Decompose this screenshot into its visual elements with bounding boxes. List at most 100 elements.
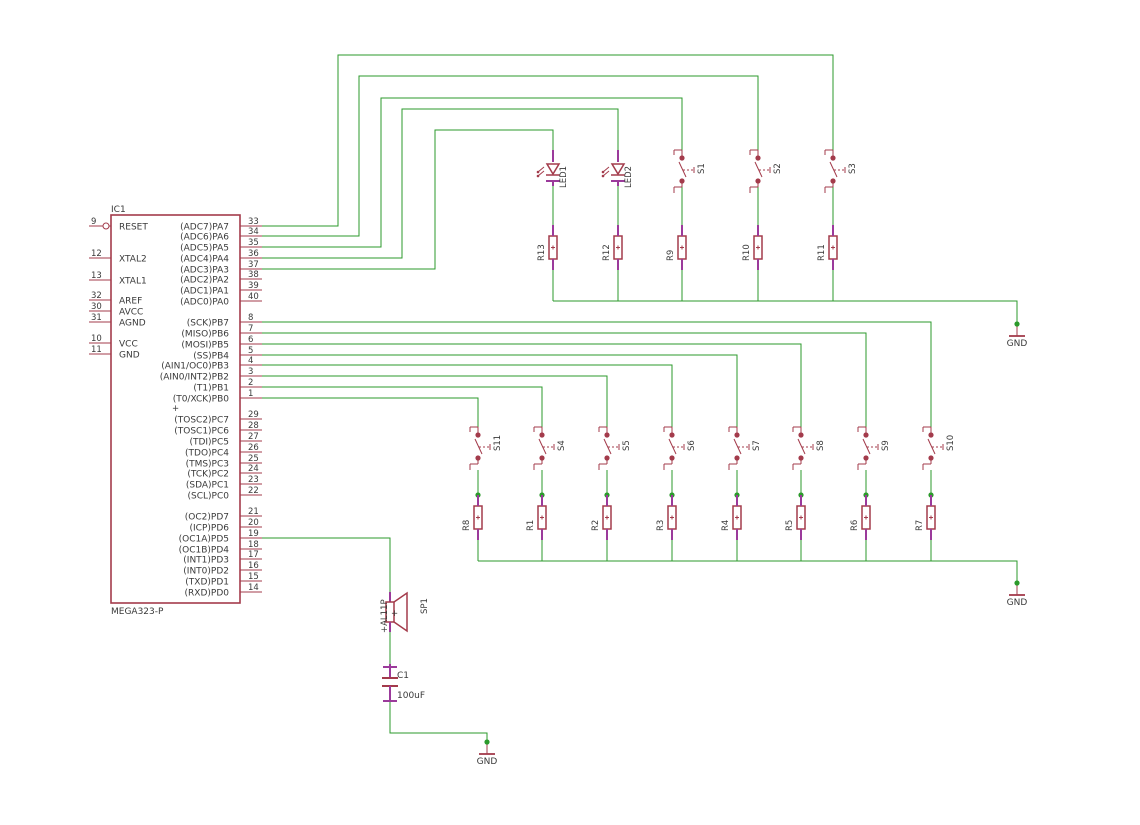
wire-port-b: [262, 354, 738, 435]
pin-label: VCC: [119, 340, 138, 350]
resistor-label: R2: [591, 520, 601, 531]
pin-number: 21: [248, 507, 259, 517]
pin-label: (T0/XCK)PB0: [173, 395, 230, 405]
resistor-label: R13: [537, 244, 547, 261]
gnd-junction: [1014, 580, 1020, 586]
pin-label: (SDA)PC1: [186, 481, 229, 491]
reset-inversion-bubble: [102, 222, 110, 230]
pin-number: 22: [248, 486, 259, 496]
switch-label: S1: [697, 163, 707, 174]
pin-number: 27: [248, 432, 259, 442]
pin-number: 32: [91, 291, 102, 301]
pin-number: 6: [248, 335, 253, 345]
wires: [262, 54, 1018, 742]
wire-gnd-cap: [389, 702, 488, 742]
pin-label: (ADC0)PA0: [180, 298, 229, 308]
pin-number: 29: [248, 410, 259, 420]
speaker-plus-inner: +: [391, 609, 398, 619]
pin-label: XTAL1: [119, 277, 147, 287]
ic-value: MEGA323-P: [111, 607, 164, 617]
wire-port-a: [262, 108, 619, 259]
switch-lever: [474, 438, 483, 455]
led-triangle: [610, 163, 626, 176]
switch-lever: [668, 438, 677, 455]
resistor-label: R6: [850, 520, 860, 531]
pin-label: (ADC7)PA7: [180, 223, 229, 233]
pin-number: 13: [91, 271, 102, 281]
pin-number: 4: [248, 356, 253, 366]
gnd-label-bottom: GND: [1007, 598, 1028, 608]
gnd-label-top: GND: [1007, 339, 1028, 349]
pin-number: 16: [248, 561, 259, 571]
switch-label: S6: [687, 440, 697, 451]
led-triangle: [545, 163, 561, 176]
pin-number: 9: [91, 217, 96, 227]
resistor-label: R5: [785, 520, 795, 531]
pin-number: 23: [248, 475, 259, 485]
pin-label: (ADC6)PA6: [180, 233, 229, 243]
pin-number: 10: [91, 334, 102, 344]
switch-label: S3: [848, 163, 858, 174]
wire-port-b: [262, 343, 802, 435]
ic-name: IC1: [111, 205, 126, 215]
pin-label: (OC1B)PD4: [179, 546, 230, 556]
pin-number: 14: [248, 583, 259, 593]
pin-label: (TOSC1)PC6: [174, 427, 229, 437]
labels: IC1MEGA323-P9RESET12XTAL213XTAL132AREF30…: [91, 163, 1027, 767]
switch-lever: [927, 438, 936, 455]
led-arrow: [537, 170, 545, 177]
gnd-label-cap: GND: [477, 757, 498, 767]
components: [89, 149, 1025, 755]
pin-number: 36: [248, 249, 259, 259]
pin-label: (TMS)PC3: [186, 460, 229, 470]
pin-label: (INT1)PD3: [183, 556, 229, 566]
pin-label: (MOSI)PB5: [181, 341, 229, 351]
pin-label: AGND: [119, 319, 146, 329]
pin-label: (TDO)PC4: [185, 449, 229, 459]
switch-lever: [829, 161, 838, 178]
pin-label: (MISO)PB6: [181, 330, 229, 340]
wire-port-b: [262, 386, 543, 435]
pin-number: 37: [248, 260, 259, 270]
switch-lever: [603, 438, 612, 455]
switch-lever: [678, 161, 687, 178]
resistor-label: R8: [462, 520, 472, 531]
switch-label: S5: [622, 440, 632, 451]
speaker-value: +AL11P: [380, 599, 390, 633]
pin-number: 17: [248, 550, 259, 560]
switch-lever: [862, 438, 871, 455]
resistor-label: R4: [721, 520, 731, 531]
led-arrow-head: [601, 170, 605, 174]
pin-number: 24: [248, 464, 259, 474]
pin-label: (TXD)PD1: [185, 578, 229, 588]
speaker-cone: [393, 591, 408, 633]
wire-port-a: [262, 97, 683, 248]
capacitor-name: C1: [397, 671, 409, 681]
led-label: LED1: [559, 166, 569, 188]
pin-label: (OC2)PD7: [185, 513, 229, 523]
pin-number: 35: [248, 238, 259, 248]
resistor-label: R7: [915, 520, 925, 531]
pin-number: 18: [248, 540, 259, 550]
pin-number: 2: [248, 378, 253, 388]
pin-number: 15: [248, 572, 259, 582]
pin-label: (OC1A)PD5: [179, 535, 229, 545]
pin-label: (ICP)PD6: [190, 524, 230, 534]
pin-number: 11: [91, 345, 102, 355]
resistor-label: R1: [526, 520, 536, 531]
pin-label: (TOSC2)PC7: [174, 416, 229, 426]
pin-label: (ADC5)PA5: [180, 244, 229, 254]
wire-port-b: [262, 375, 608, 435]
switch-label: S8: [816, 440, 826, 451]
switch-label: S2: [773, 163, 783, 174]
pin-label: (AIN0/INT2)PB2: [160, 373, 229, 383]
wire-port-a: [262, 75, 759, 237]
pin-number: 26: [248, 443, 259, 453]
resistor-label: R11: [817, 244, 827, 261]
switch-lever: [538, 438, 547, 455]
wire-port-b: [262, 397, 479, 435]
pin-number: 20: [248, 518, 259, 528]
pin-label: (RXD)PD0: [185, 589, 230, 599]
wire-port-b: [262, 321, 932, 435]
